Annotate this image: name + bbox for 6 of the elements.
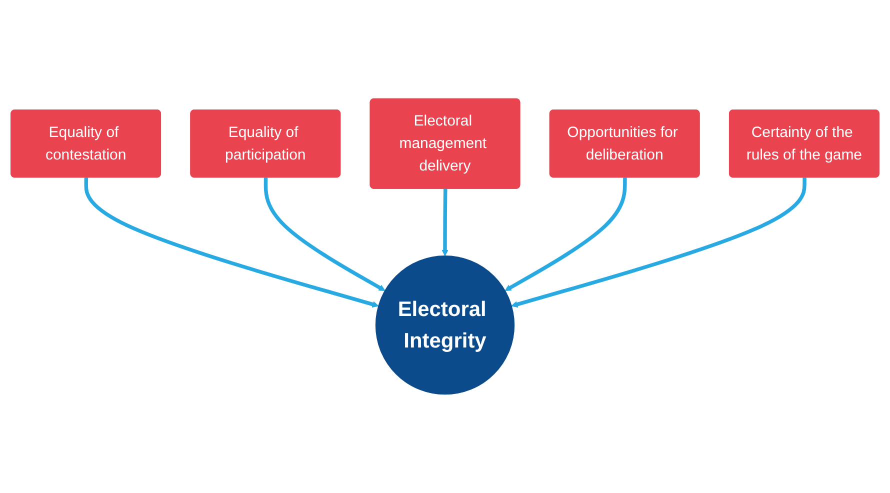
arrow [504,178,627,291]
arrow [264,178,386,291]
node-circle: Electoral Integrity [375,255,515,395]
arrow [442,188,448,256]
arrow [84,178,379,308]
arrow [511,178,806,308]
